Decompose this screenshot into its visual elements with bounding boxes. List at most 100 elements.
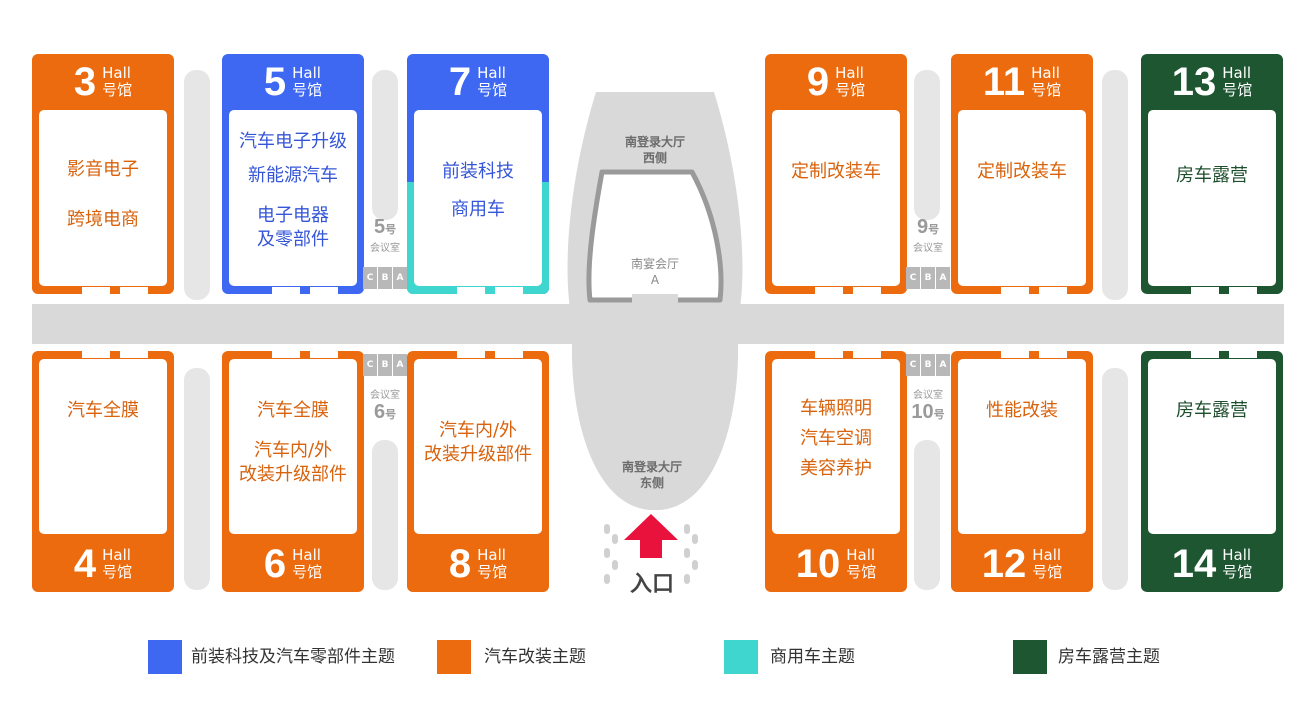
hall-10-door-left [815, 351, 843, 358]
legend-label-modification: 汽车改装主题 [484, 647, 586, 667]
hall-11-panel [958, 110, 1086, 286]
lobby-west-label: 南登录大厅西侧 [624, 135, 685, 165]
hall-5-door-left [272, 287, 300, 294]
hall-8-door-right [495, 351, 523, 358]
room-9a[interactable]: A [936, 267, 950, 289]
aisle-6-8 [372, 440, 398, 590]
aisle-10-12 [914, 440, 940, 590]
footprints-right [684, 524, 698, 584]
hall-3-door-left [82, 287, 110, 294]
footprints-left [604, 524, 618, 584]
south-lobby [567, 92, 743, 510]
entrance-label: 入口 [629, 572, 674, 597]
hall-3-door-right [120, 287, 148, 294]
hall-6-panel [229, 359, 357, 534]
legend-swatch-orange [437, 640, 471, 674]
hall-12-exhibits: 性能改装 [986, 400, 1058, 421]
aisle-4-6 [184, 368, 210, 590]
aisle-12-14 [1102, 368, 1128, 590]
meeting-room-6[interactable]: C B A [363, 354, 407, 376]
room-9c[interactable]: C [906, 267, 921, 289]
aisle-5-7 [372, 70, 398, 220]
hall-11-door-left [1001, 287, 1029, 294]
room-6c[interactable]: C [363, 354, 378, 376]
hall-8-door-left [457, 351, 485, 358]
legend-label-rv: 房车露营主题 [1058, 647, 1160, 667]
hall-10-exhibits: 车辆照明 汽车空调 美容养护 [800, 398, 872, 479]
hall-10-panel [772, 359, 900, 534]
hall-8-exhibits: 汽车内/外 改装升级部件 [424, 420, 532, 465]
room-10c[interactable]: C [906, 354, 921, 376]
hall-6-exhibits: 汽车全膜 汽车内/外 改装升级部件 [239, 400, 347, 485]
hall-8-panel [414, 359, 542, 534]
hall-13-door-left [1191, 287, 1219, 294]
room-10a[interactable]: A [936, 354, 950, 376]
room-5c[interactable]: C [363, 267, 378, 289]
hall-14-exhibits: 房车露营 [1176, 400, 1248, 421]
hall-9-door-left [815, 287, 843, 294]
hall-4-panel [39, 359, 167, 534]
room-10b[interactable]: B [921, 354, 936, 376]
hall-6-door-left [272, 351, 300, 358]
hall-9-panel [772, 110, 900, 286]
hall-9-door-right [853, 287, 881, 294]
room-6b[interactable]: B [378, 354, 393, 376]
meeting-room-10-label: 会议室 10号 [911, 390, 945, 423]
hall-11-exhibits: 定制改装车 [977, 161, 1067, 182]
hall-11-door-right [1039, 287, 1067, 294]
room-5b[interactable]: B [378, 267, 393, 289]
aisle-3-5 [184, 70, 210, 300]
room-5a[interactable]: A [393, 267, 407, 289]
hall-7-exhibits: 前装科技 商用车 [442, 161, 514, 220]
meeting-room-10[interactable]: C B A [906, 354, 950, 376]
hall-7-panel [414, 110, 542, 286]
meeting-room-6-label: 会议室 6号 [370, 390, 400, 423]
meeting-room-9[interactable]: C B A [906, 267, 950, 289]
banquet-hall-outline [586, 169, 724, 303]
hall-5-door-right [310, 287, 338, 294]
room-6a[interactable]: A [393, 354, 407, 376]
hall-4-exhibits: 汽车全膜 [67, 400, 139, 421]
legend-swatch-green [1013, 640, 1047, 674]
entrance-arrow-icon [624, 514, 678, 558]
hall-7-door-left [457, 287, 485, 294]
legend-swatch-teal [724, 640, 758, 674]
hall-12-door-left [1001, 351, 1029, 358]
meeting-room-5[interactable]: C B A [363, 267, 407, 289]
hall-4-door-left [82, 351, 110, 358]
hall-13-door-right [1229, 287, 1257, 294]
hall-13-panel [1148, 110, 1276, 286]
legend-label-tech: 前装科技及汽车零部件主题 [191, 647, 395, 667]
hall-14-door-left [1191, 351, 1219, 358]
hall-14-panel [1148, 359, 1276, 534]
hall-14-door-right [1229, 351, 1257, 358]
room-9b[interactable]: B [921, 267, 936, 289]
hall-3-exhibits: 影音电子 跨境电商 [67, 159, 139, 230]
banquet-door [632, 294, 678, 308]
entrance-marker [604, 514, 698, 584]
hall-5-panel [229, 110, 357, 286]
aisle-9-11 [914, 70, 940, 220]
